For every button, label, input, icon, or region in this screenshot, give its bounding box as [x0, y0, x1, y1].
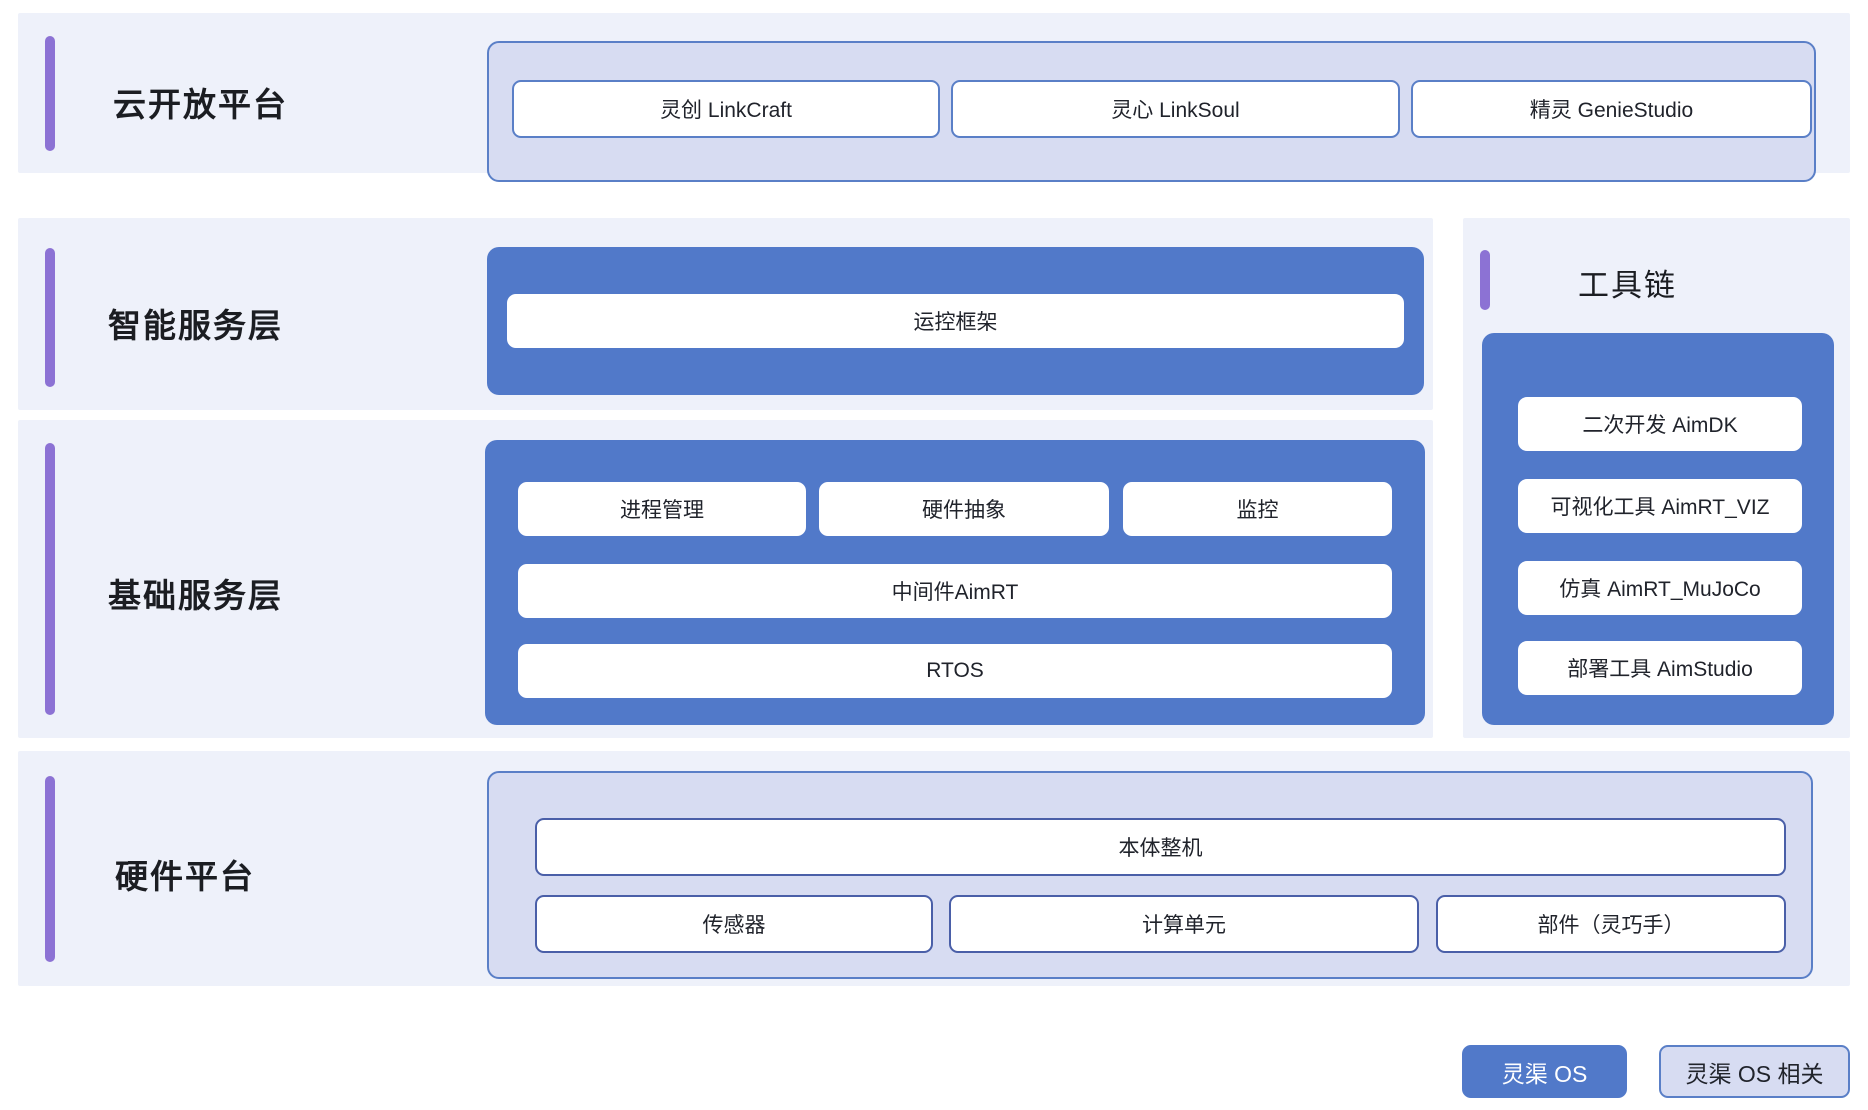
- intelligent-service-card-motion-control-framework[interactable]: 运控框架: [507, 294, 1404, 348]
- layer-accent-bar-cloud-platform: [45, 36, 55, 151]
- legend-lingqu-os-related[interactable]: 灵渠 OS 相关: [1659, 1045, 1850, 1098]
- legend-lingqu-os[interactable]: 灵渠 OS: [1462, 1045, 1627, 1098]
- toolchain-card-aimstudio[interactable]: 部署工具 AimStudio: [1518, 641, 1802, 695]
- hardware-platform-card-compute-unit[interactable]: 计算单元: [949, 895, 1419, 953]
- basic-service-card-monitoring[interactable]: 监控: [1123, 482, 1392, 536]
- layer-label-cloud-platform: 云开放平台: [113, 86, 288, 123]
- toolchain-accent-bar: [1480, 250, 1490, 310]
- layer-label-basic-service: 基础服务层: [108, 577, 283, 614]
- toolchain-card-aimrt-mujoco[interactable]: 仿真 AimRT_MuJoCo: [1518, 561, 1802, 615]
- layer-label-hardware-platform: 硬件平台: [115, 858, 255, 895]
- layer-accent-bar-hardware-platform: [45, 776, 55, 962]
- basic-service-card-hardware-abstraction[interactable]: 硬件抽象: [819, 482, 1109, 536]
- cloud-platform-card-geniestudio[interactable]: 精灵 GenieStudio: [1411, 80, 1812, 138]
- toolchain-card-aimdk[interactable]: 二次开发 AimDK: [1518, 397, 1802, 451]
- basic-service-card-rtos[interactable]: RTOS: [518, 644, 1392, 698]
- hardware-platform-card-sensor[interactable]: 传感器: [535, 895, 933, 953]
- toolchain-title: 工具链: [1578, 268, 1677, 303]
- basic-service-card-process-management[interactable]: 进程管理: [518, 482, 806, 536]
- hardware-platform-card-component-dexterous-hand[interactable]: 部件（灵巧手）: [1436, 895, 1786, 953]
- toolchain-card-aimrt-viz[interactable]: 可视化工具 AimRT_VIZ: [1518, 479, 1802, 533]
- cloud-platform-card-linksoul[interactable]: 灵心 LinkSoul: [951, 80, 1400, 138]
- layer-label-intelligent-service: 智能服务层: [108, 307, 283, 344]
- layer-accent-bar-basic-service: [45, 443, 55, 715]
- cloud-platform-card-linkcraft[interactable]: 灵创 LinkCraft: [512, 80, 940, 138]
- basic-service-card-middleware-aimrt[interactable]: 中间件AimRT: [518, 564, 1392, 618]
- hardware-platform-card-whole-machine[interactable]: 本体整机: [535, 818, 1786, 876]
- layer-accent-bar-intelligent-service: [45, 248, 55, 387]
